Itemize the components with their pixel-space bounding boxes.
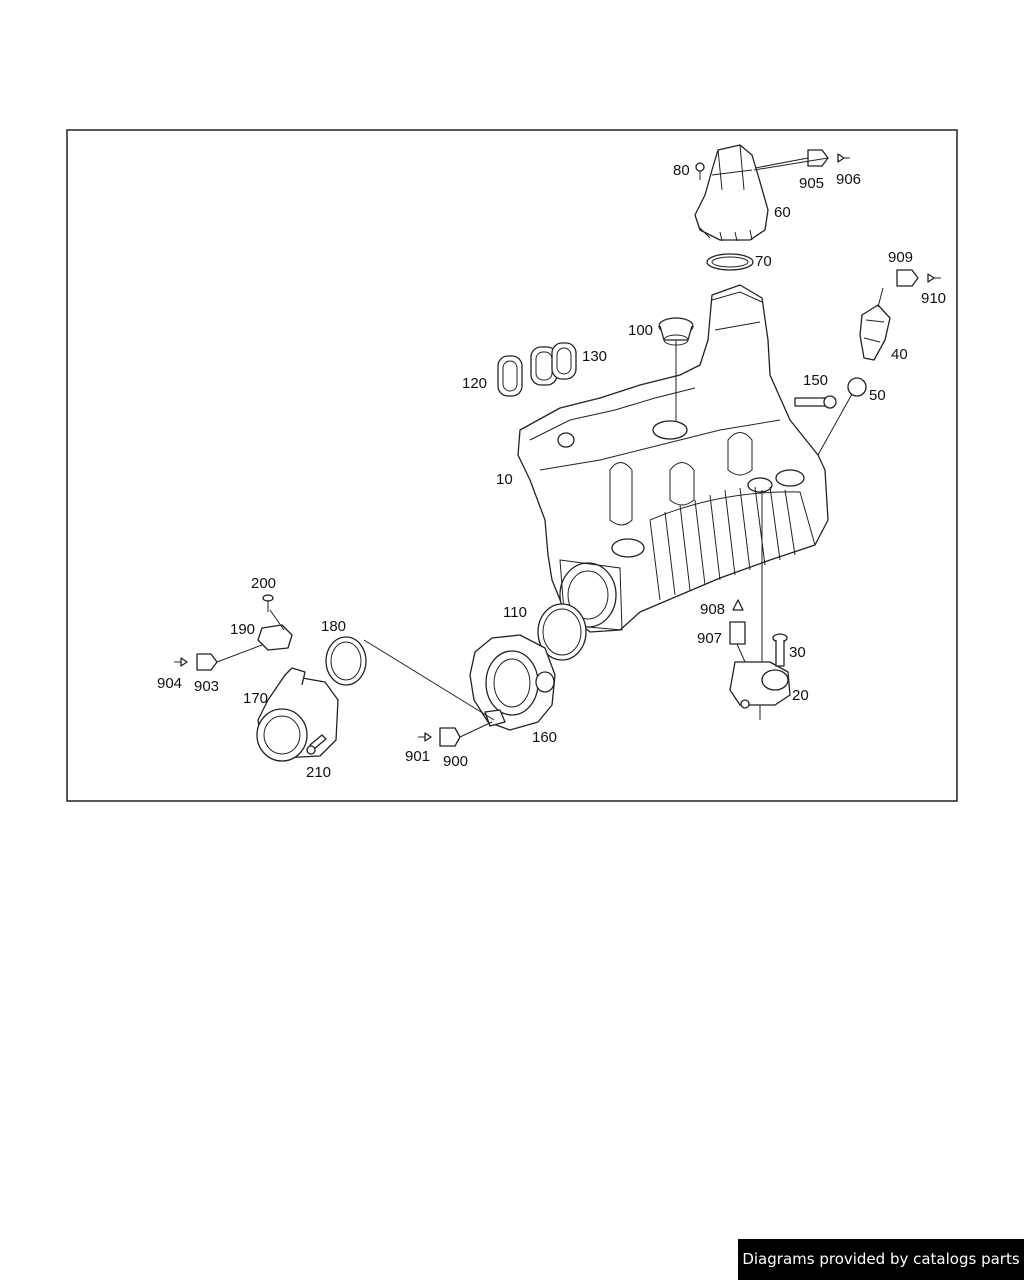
gasket-110 <box>537 603 587 661</box>
intake-manifold <box>517 284 829 633</box>
gasket-130 <box>530 342 577 386</box>
grommet-100 <box>658 317 694 346</box>
callout-905: 905 <box>799 175 824 192</box>
callout-100: 100 <box>628 322 653 339</box>
pin-910 <box>927 273 941 283</box>
callout-180: 180 <box>321 618 346 635</box>
callout-907: 907 <box>697 630 722 647</box>
callout-903: 903 <box>194 678 219 695</box>
gasket-180 <box>325 636 367 686</box>
callout-909: 909 <box>888 249 913 266</box>
seal-ring-50 <box>847 377 867 397</box>
callout-10: 10 <box>496 471 513 488</box>
o-ring-70 <box>706 253 754 271</box>
callout-70: 70 <box>755 253 772 270</box>
credit-banner: Diagrams provided by catalogs parts <box>738 1239 1024 1280</box>
callout-50: 50 <box>869 387 886 404</box>
callout-210: 210 <box>306 764 331 781</box>
valve-170 <box>256 667 339 762</box>
callout-40: 40 <box>891 346 908 363</box>
pin-906 <box>837 153 850 163</box>
connector-909 <box>896 269 919 287</box>
gasket-120 <box>497 355 523 397</box>
callout-904: 904 <box>157 675 182 692</box>
connector-900 <box>439 727 461 747</box>
callout-200: 200 <box>251 575 276 592</box>
bolt-30 <box>772 633 788 667</box>
gasket-110-inner <box>542 608 582 656</box>
bolt-210 <box>306 734 327 755</box>
leader-lines <box>216 157 884 738</box>
connector-905 <box>807 149 829 167</box>
sensor-40 <box>859 304 891 361</box>
throttle-body-160 <box>469 634 556 731</box>
connector-903 <box>196 653 218 671</box>
connector-907 <box>729 621 746 645</box>
screw-80 <box>695 162 705 180</box>
sensor-20 <box>729 661 791 720</box>
bolt-150 <box>794 395 837 409</box>
callout-110: 110 <box>503 604 527 621</box>
callout-910: 910 <box>921 290 946 307</box>
callout-labels: 10 20 30 40 50 60 70 80 100 110 120 130 … <box>157 162 946 781</box>
pin-904 <box>174 657 188 667</box>
cover-cap-60 <box>694 144 769 242</box>
callout-150: 150 <box>803 372 828 389</box>
callout-20: 20 <box>792 687 809 704</box>
screw-200 <box>262 594 274 612</box>
callout-160: 160 <box>532 729 557 746</box>
callout-30: 30 <box>789 644 806 661</box>
gasket-180-inner <box>330 641 362 681</box>
callout-170: 170 <box>243 690 268 707</box>
callout-120: 120 <box>462 375 487 392</box>
callout-60: 60 <box>774 204 791 221</box>
callout-906: 906 <box>836 171 861 188</box>
callout-130: 130 <box>582 348 607 365</box>
o-ring-70-inner <box>711 256 749 268</box>
callout-901: 901 <box>405 748 430 765</box>
callout-80: 80 <box>673 162 690 179</box>
callout-900: 900 <box>443 753 468 770</box>
callout-190: 190 <box>230 621 255 638</box>
sensor-190 <box>257 624 293 651</box>
pin-901 <box>418 732 432 742</box>
callout-908: 908 <box>700 601 725 618</box>
pin-908 <box>732 599 744 611</box>
